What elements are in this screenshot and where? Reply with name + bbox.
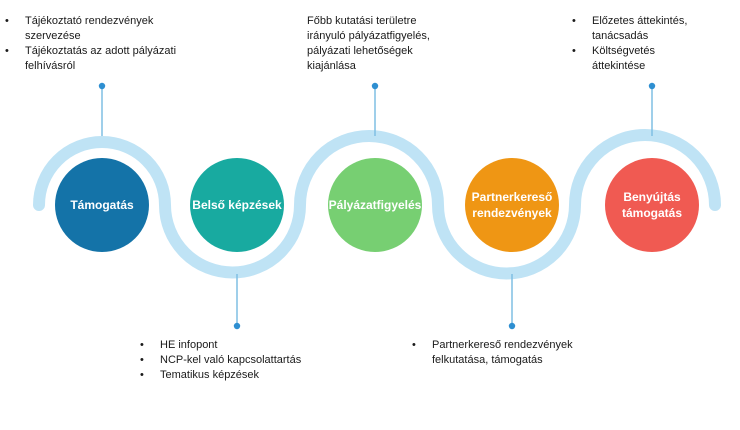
stage-note: Főbb kutatási területre irányuló pályázat… xyxy=(307,14,507,74)
stage-circle xyxy=(465,158,559,252)
bullet-text: Főbb kutatási területre xyxy=(307,15,417,27)
bullet-text: kiajánlása xyxy=(307,60,356,72)
stage-label: Támogatás xyxy=(70,198,134,212)
stage-node: Benyújtás támogatás xyxy=(605,158,699,252)
connector-dot xyxy=(98,82,106,90)
bullet-text: szervezése xyxy=(25,30,81,42)
bullet-text: pályázati lehetőségek xyxy=(307,45,413,57)
connector-dot xyxy=(648,82,656,90)
bullet-text: áttekintése xyxy=(592,60,646,72)
bullet-item: Tájékoztató rendezvények szervezése xyxy=(5,14,245,44)
stage-label: Pályázatfigyelés xyxy=(329,198,422,212)
bullet-item: Előzetes áttekintés, tanácsadás xyxy=(572,14,737,44)
bullet-text: Tematikus képzések xyxy=(160,369,260,381)
bullet-list: Előzetes áttekintés, tanácsadásKöltségvet… xyxy=(572,14,737,74)
connector-dot xyxy=(371,82,379,90)
stage-node: Belső képzések xyxy=(190,158,284,252)
stage-label: Belső képzések xyxy=(192,198,282,212)
bullet-item: NCP-kel való kapcsolattartás xyxy=(140,353,380,368)
stage-label: Partnerkereső xyxy=(472,190,553,204)
stage-label: Benyújtás xyxy=(623,190,681,204)
bullet-item: Tájékoztatás az adott pályázati felhívásr… xyxy=(5,44,245,74)
bullet-text: tanácsadás xyxy=(592,30,649,42)
stage-circle xyxy=(55,158,149,252)
stage-note: HE infopontNCP-kel való kapcsolattartásT… xyxy=(140,338,380,383)
bullet-text: Tájékoztató rendezvények xyxy=(25,15,154,27)
stage-node: Pályázatfigyelés xyxy=(328,158,422,252)
bullet-item: HE infopont xyxy=(140,338,380,353)
bullet-item: Főbb kutatási területre irányuló pályázat… xyxy=(307,14,507,74)
connector-dot xyxy=(233,322,241,330)
stage-label: támogatás xyxy=(622,206,682,220)
bullet-text: NCP-kel való kapcsolattartás xyxy=(160,354,302,366)
bullet-text: irányuló pályázatfigyelés, xyxy=(307,30,430,42)
bullet-text: Előzetes áttekintés, xyxy=(592,15,688,27)
wave-band xyxy=(33,129,721,280)
stage-circle xyxy=(328,158,422,252)
stage-note: Tájékoztató rendezvényekszervezéseTájéko… xyxy=(5,14,245,74)
stage-note: Előzetes áttekintés, tanácsadásKöltségvet… xyxy=(572,14,737,74)
stage-label: rendezvények xyxy=(472,206,552,220)
bullet-item: Tematikus képzések xyxy=(140,368,380,383)
bullet-text: HE infopont xyxy=(160,339,218,351)
bullet-text: Tájékoztatás az adott pályázati xyxy=(25,45,177,57)
bullet-item: Partnerkereső rendezvények felkutatása, t… xyxy=(412,338,652,368)
bullet-list: HE infopontNCP-kel való kapcsolattartásT… xyxy=(140,338,380,383)
bullet-text: Partnerkereső rendezvények xyxy=(432,339,573,351)
bullet-text: felkutatása, támogatás xyxy=(432,354,543,366)
bullet-list: Tájékoztató rendezvényekszervezéseTájéko… xyxy=(5,14,245,74)
connector-dot xyxy=(508,322,516,330)
stage-circle xyxy=(605,158,699,252)
bullet-item: Költségvetés áttekintése xyxy=(572,44,737,74)
stage-note: Partnerkereső rendezvények felkutatása, t… xyxy=(412,338,652,368)
stage-circle xyxy=(190,158,284,252)
bullet-text: Költségvetés xyxy=(592,45,655,57)
stage-node: Partnerkereső rendezvények xyxy=(465,158,559,252)
bullet-text: felhívásról xyxy=(25,60,76,72)
bullet-list: Főbb kutatási területre irányuló pályázat… xyxy=(307,14,507,74)
stage-node: Támogatás xyxy=(55,158,149,252)
bullet-list: Partnerkereső rendezvények felkutatása, t… xyxy=(412,338,652,368)
